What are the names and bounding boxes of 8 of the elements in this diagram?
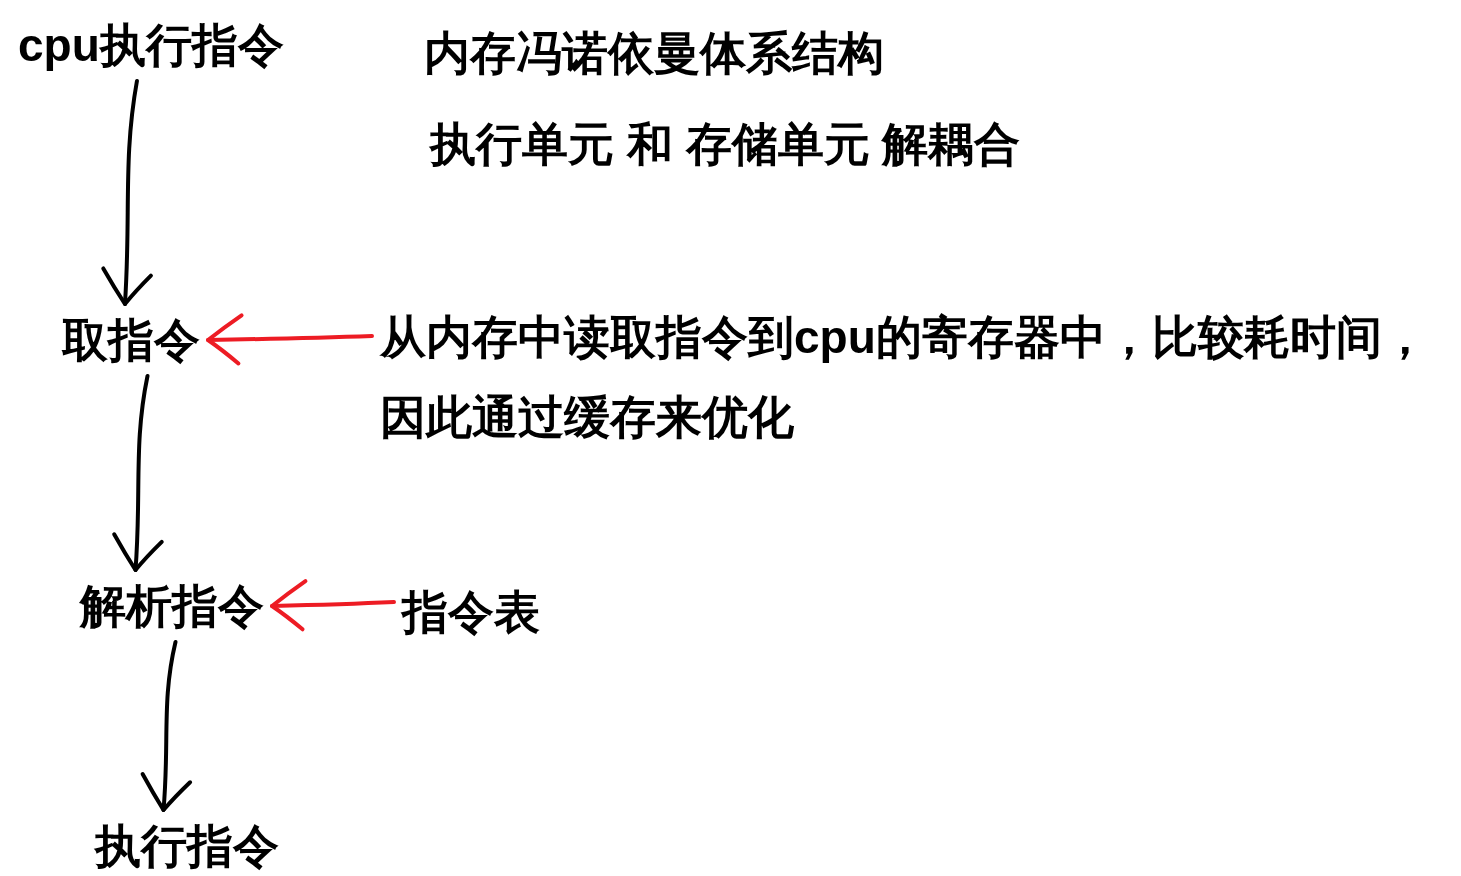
step-label: cpu执行指令 [18, 17, 284, 73]
note-label: 指令表 [402, 584, 540, 640]
title-text: 内存冯诺依曼体系结构 [424, 26, 884, 81]
note-text: 从内存中读取指令到cpu的寄存器中，比较耗时间，因此通过缓存来优化 [380, 297, 1446, 457]
step-label: 取指令 [62, 312, 200, 368]
step-label: 执行指令 [95, 818, 279, 874]
subtitle-text: 执行单元 和 存储单元 解耦合 [430, 117, 1021, 172]
step-label: 解析指令 [80, 578, 264, 634]
